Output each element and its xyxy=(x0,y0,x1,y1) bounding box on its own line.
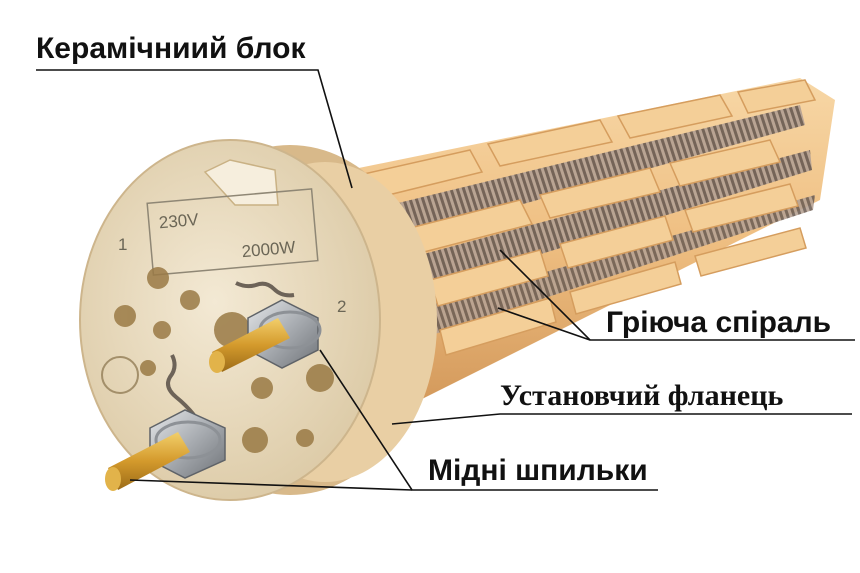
leader-lines xyxy=(36,69,855,491)
coil-lead-lower xyxy=(166,354,196,417)
terminal-1-marking: 1 xyxy=(118,235,127,254)
heater-stud-lower xyxy=(105,432,190,491)
coil-lead-upper xyxy=(235,281,295,298)
flange-face: 230V 2000W 1 2 xyxy=(79,139,381,501)
label-ceramic-block: Керамічниий блок xyxy=(36,32,306,65)
label-mounting-flange: Установчий фланець xyxy=(500,379,784,412)
label-heating-coil: Гріюча спіраль xyxy=(606,306,832,339)
terminal-2-marking: 2 xyxy=(337,297,346,316)
flange-holes xyxy=(114,267,334,453)
label-copper-studs: Мідні шпильки xyxy=(428,454,648,487)
power-marking: 2000W xyxy=(241,238,296,262)
maker-logo xyxy=(101,356,139,394)
heater-stud-icon xyxy=(209,318,290,373)
voltage-marking: 230V xyxy=(158,210,200,232)
